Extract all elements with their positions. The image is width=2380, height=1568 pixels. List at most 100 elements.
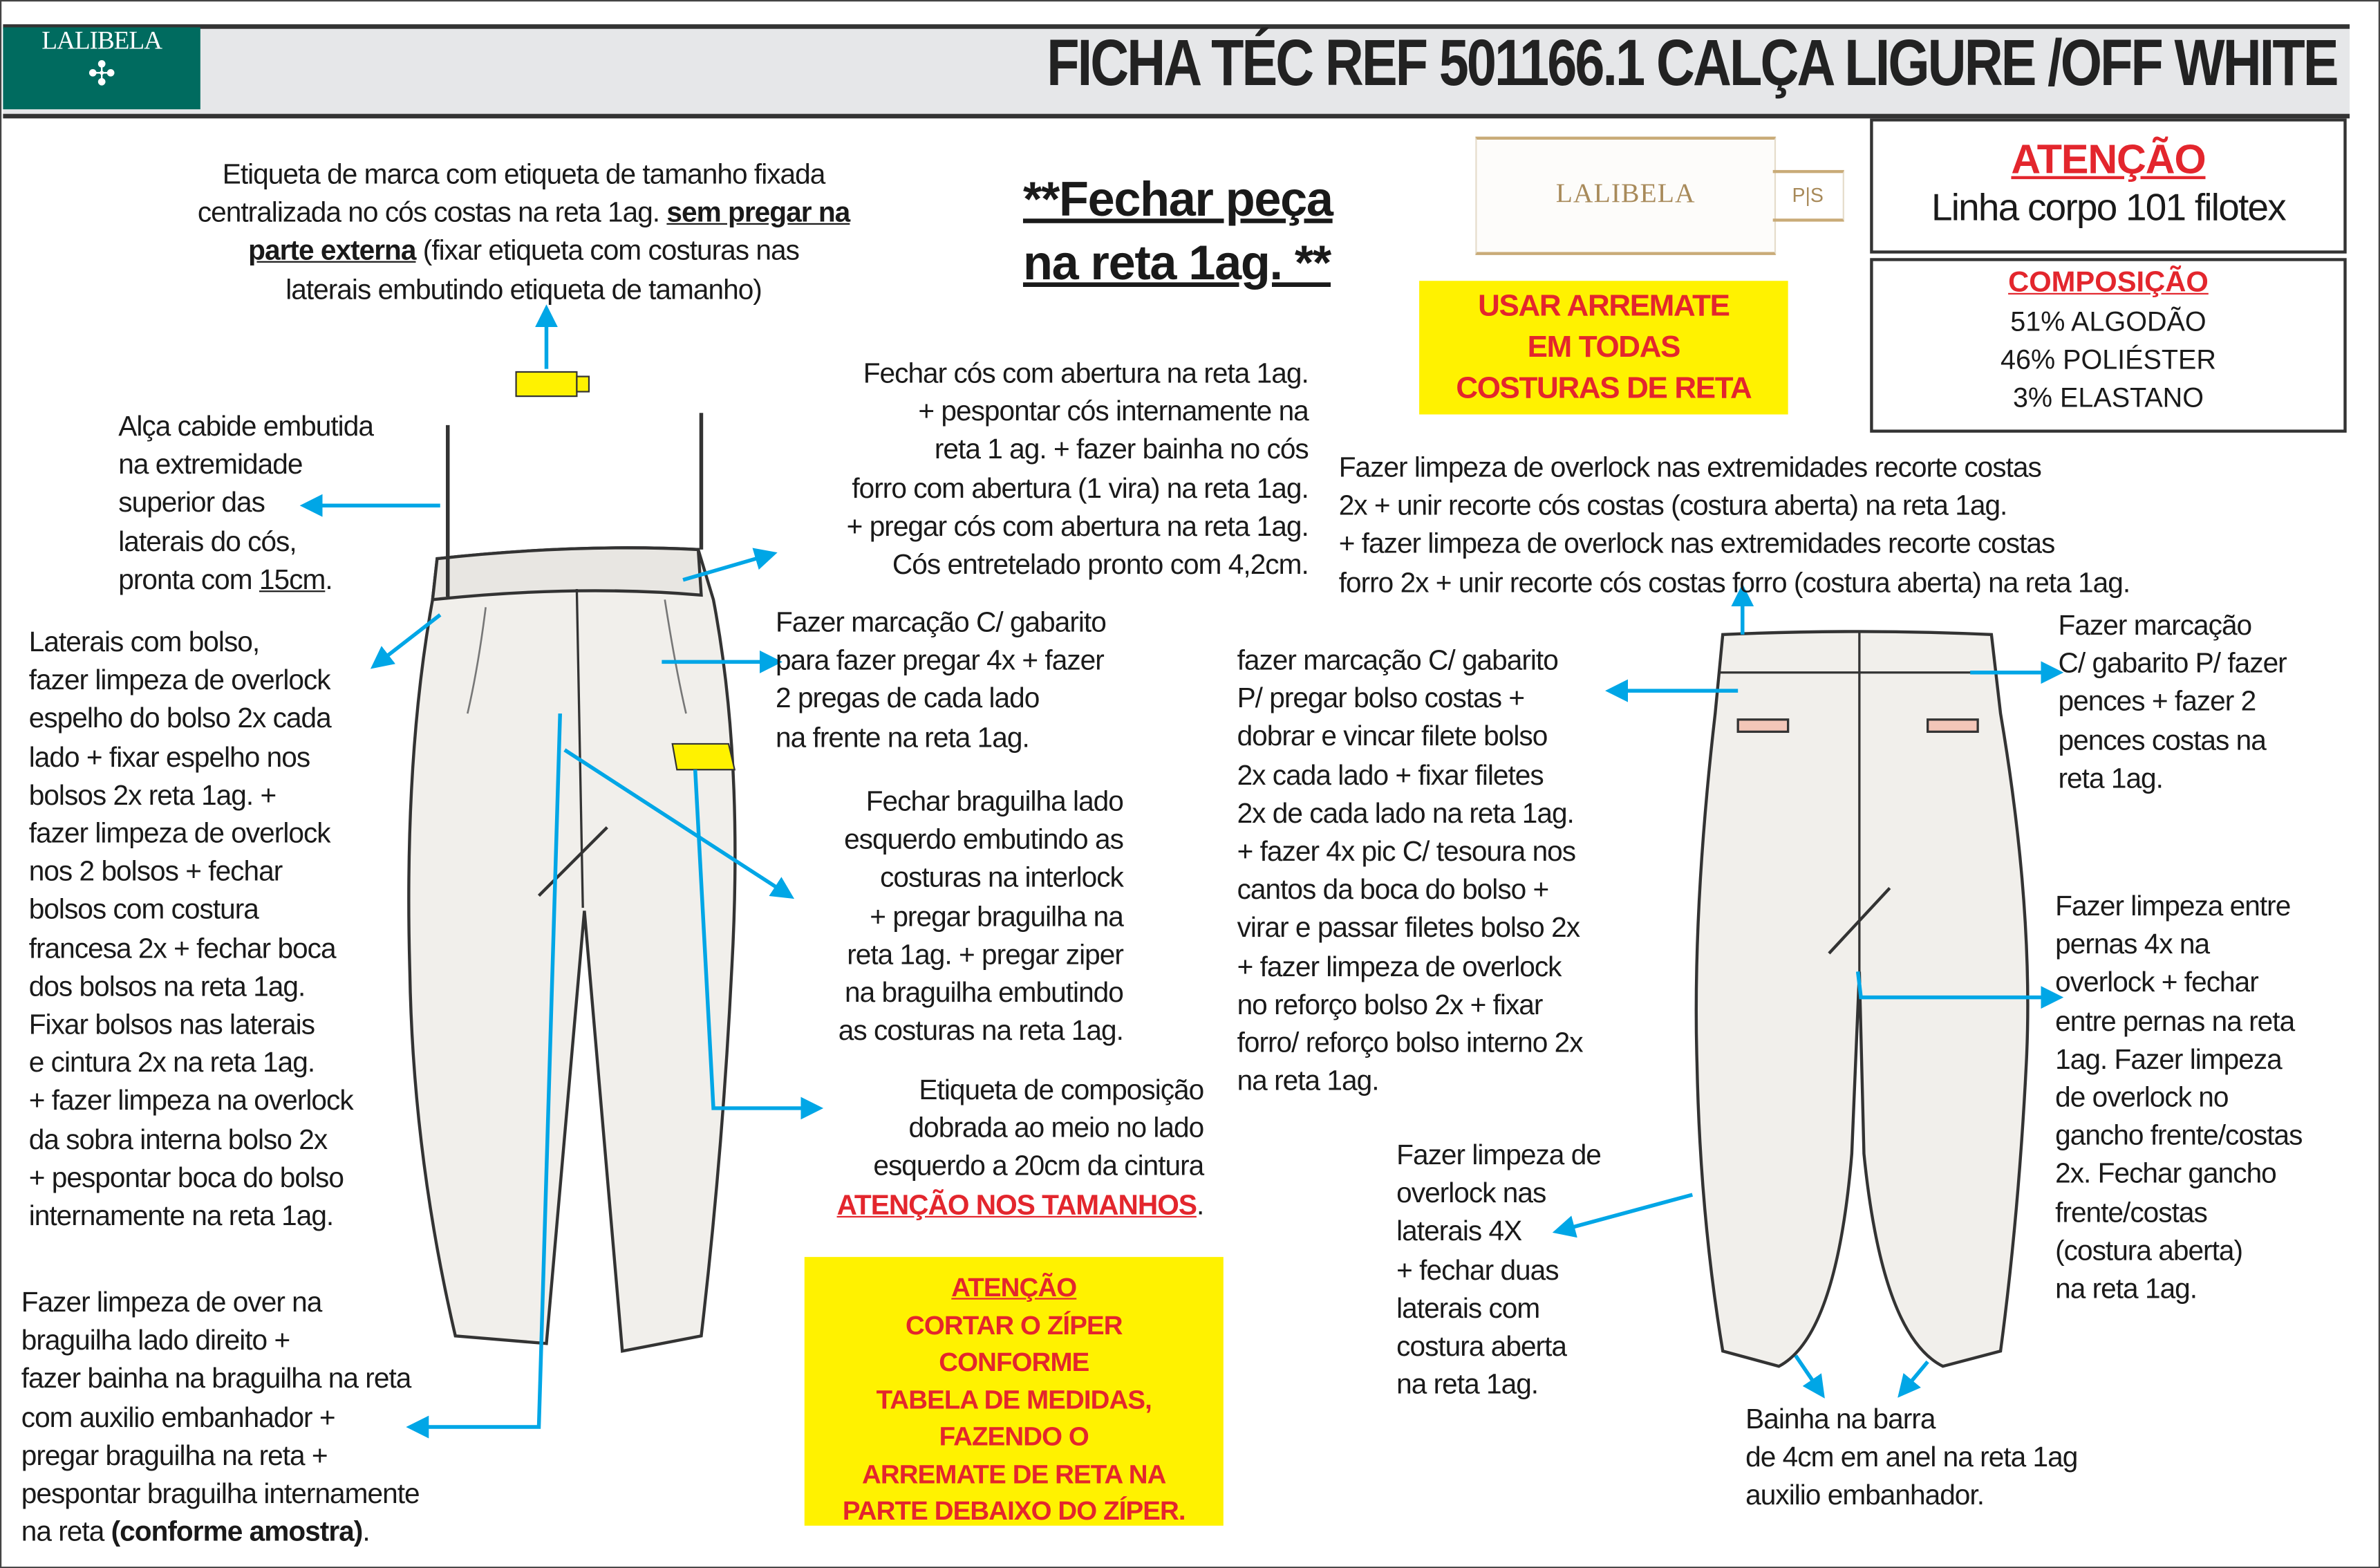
arremate-note: USAR ARREMATE EM TODAS COSTURAS DE RETA bbox=[1419, 281, 1788, 415]
brand-label-image: LALIBELA bbox=[1475, 136, 1777, 255]
note-line: frente/costas bbox=[2055, 1195, 2208, 1228]
note-line: Bainha na barra bbox=[1745, 1402, 1936, 1435]
zipper-line: FAZENDO O bbox=[939, 1421, 1089, 1452]
zipper-warning-note: ATENÇÃO CORTAR O ZÍPER CONFORME TABELA D… bbox=[804, 1257, 1224, 1526]
note-line: reta 1ag. + pregar ziper bbox=[847, 937, 1124, 970]
note-line: fazer bainha na braguilha na reta bbox=[21, 1362, 412, 1394]
bee-icon: ✣ bbox=[87, 55, 116, 93]
note-line: + pespontar boca do bolso bbox=[28, 1161, 344, 1193]
attention-title: ATENÇÃO bbox=[2011, 136, 2206, 183]
note-line: + fazer limpeza de overlock nas extremid… bbox=[1338, 527, 2056, 559]
note-line: francesa 2x + fechar boca bbox=[28, 931, 337, 964]
note-emphasis: sem pregar na bbox=[666, 196, 850, 228]
note-emphasis: 15cm bbox=[259, 563, 326, 595]
note-line: forro 2x + unir recorte cós costas forro… bbox=[1338, 566, 2130, 598]
annotation-arrows bbox=[299, 304, 2064, 1439]
note-line: Fazer limpeza de bbox=[1396, 1138, 1602, 1170]
note-line: espelho do bolso 2x cada bbox=[28, 702, 332, 734]
inseam-note: Fazer limpeza entre pernas 4x na overloc… bbox=[2055, 886, 2303, 1307]
size-label: P|S bbox=[1772, 169, 1844, 222]
note-line: . bbox=[1196, 1188, 1204, 1220]
arrow bbox=[563, 748, 795, 899]
note-line: Etiqueta de composição bbox=[919, 1073, 1204, 1105]
attention-text: Linha corpo 101 filotex bbox=[1931, 187, 2287, 230]
composition-item: 3% ELASTANO bbox=[2012, 382, 2204, 413]
close-note-line: **Fechar peça bbox=[1022, 171, 1333, 227]
note-line: Fechar braguilha lado bbox=[865, 785, 1124, 817]
note-line: dos bolsos na reta 1ag. bbox=[28, 969, 306, 1002]
note-line: centralizada no cós costas na reta 1ag. bbox=[197, 196, 667, 228]
logo-text: LALIBELA bbox=[41, 26, 162, 55]
attention-box: ATENÇÃO Linha corpo 101 filotex bbox=[1870, 118, 2347, 254]
note-line: laterais com bbox=[1396, 1291, 1540, 1324]
note-line: Fazer marcação bbox=[2058, 608, 2253, 641]
note-line: + fazer 4x pic C/ tesoura nos bbox=[1237, 834, 1577, 867]
note-line: forro com abertura (1 vira) na reta 1ag. bbox=[852, 472, 1309, 504]
note-line: P/ pregar bolso costas + bbox=[1237, 682, 1525, 714]
note-line: na reta 1ag. bbox=[1237, 1064, 1380, 1096]
note-line: fazer limpeza de overlock bbox=[28, 664, 331, 696]
right-fly-note: Fazer limpeza de over na braguilha lado … bbox=[21, 1282, 420, 1550]
zipper-line: CONFORME bbox=[939, 1346, 1089, 1377]
note-line: reta 1ag. bbox=[2058, 761, 2164, 794]
note-line: e cintura 2x na reta 1ag. bbox=[28, 1046, 315, 1079]
note-line: costura aberta bbox=[1396, 1329, 1567, 1362]
arrow bbox=[370, 613, 442, 669]
side-seams-note: Fazer limpeza de overlock nas laterais 4… bbox=[1396, 1135, 1602, 1403]
note-line: superior das bbox=[118, 486, 265, 519]
note-line: bolsos 2x reta 1ag. + bbox=[28, 778, 277, 811]
note-line: pences costas na bbox=[2058, 723, 2267, 756]
note-line: overlock + fechar bbox=[2055, 966, 2259, 998]
note-line: forro/ reforço bolso interno 2x bbox=[1237, 1026, 1584, 1058]
note-line: laterais embutindo etiqueta de tamanho) bbox=[285, 272, 762, 305]
label-brand-text: LALIBELA bbox=[1555, 177, 1696, 208]
note-emphasis: parte externa bbox=[248, 234, 416, 267]
front-pants-drawing bbox=[407, 413, 737, 1353]
arrow bbox=[1855, 971, 2064, 1009]
note-line: costuras na interlock bbox=[880, 861, 1124, 894]
note-line: + pregar braguilha na bbox=[870, 899, 1124, 932]
note-line: overlock nas bbox=[1396, 1177, 1546, 1209]
note-line: C/ gabarito P/ fazer bbox=[2058, 646, 2287, 679]
note-line: de 4cm em anel na reta 1ag bbox=[1745, 1441, 2078, 1473]
page-title: FICHA TÉC REF 501166.1 CALÇA LIGURE /OFF… bbox=[1047, 27, 2339, 100]
hanger-loop-note: Alça cabide embutida na extremidade supe… bbox=[118, 407, 374, 598]
note-line: as costuras na reta 1ag. bbox=[838, 1014, 1124, 1047]
note-line: Laterais com bolso, bbox=[28, 625, 260, 657]
note-line: entre pernas na reta bbox=[2055, 1004, 2295, 1036]
close-piece-note: **Fechar peça na reta 1ag. ** bbox=[1023, 167, 1333, 295]
note-line: 2x + unir recorte cós costas (costura ab… bbox=[1338, 489, 2008, 521]
composition-label-note: Etiqueta de composição dobrada ao meio n… bbox=[836, 1070, 1205, 1223]
size-warning: ATENÇÃO NOS TAMANHOS bbox=[836, 1188, 1197, 1220]
note-line: Alça cabide embutida bbox=[118, 409, 374, 442]
composition-item: 46% POLIÉSTER bbox=[2000, 344, 2216, 375]
note-line: fazer limpeza de overlock bbox=[28, 816, 331, 849]
note-line: na frente na reta 1ag. bbox=[776, 720, 1030, 753]
fly-note: Fechar braguilha lado esquerdo embutindo… bbox=[838, 782, 1124, 1049]
darts-note: Fazer marcação C/ gabarito P/ fazer penc… bbox=[2059, 606, 2287, 797]
close-note-line: na reta 1ag. ** bbox=[1022, 235, 1331, 290]
composition-label-icon bbox=[671, 743, 736, 771]
note-line: fazer marcação C/ gabarito bbox=[1237, 644, 1559, 676]
note-line: na extremidade bbox=[118, 448, 303, 480]
note-line: Fechar cós com abertura na reta 1ag. bbox=[863, 357, 1309, 389]
arrow bbox=[693, 769, 824, 1120]
note-line: 2x. Fechar gancho bbox=[2055, 1157, 2277, 1190]
note-line: + fazer limpeza na overlock bbox=[28, 1084, 354, 1117]
back-yoke-note: Fazer limpeza de overlock nas extremidad… bbox=[1339, 448, 2130, 601]
note-line: na reta 1ag. bbox=[2055, 1272, 2198, 1305]
note-line: Cós entretelado pronto com 4,2cm. bbox=[892, 548, 1309, 580]
note-line: pronta com bbox=[118, 563, 259, 595]
note-line: para fazer pregar 4x + fazer bbox=[776, 644, 1105, 676]
note-line: dobrar e vincar filete bolso bbox=[1237, 720, 1548, 752]
arrow bbox=[1552, 1193, 1694, 1238]
arremate-line: EM TODAS bbox=[1527, 330, 1681, 364]
zipper-line: CORTAR O ZÍPER bbox=[905, 1309, 1123, 1340]
note-line: cantos da boca do bolso + bbox=[1237, 873, 1550, 906]
composition-title: COMPOSIÇÃO bbox=[2008, 267, 2209, 299]
arrow bbox=[1794, 1354, 1825, 1399]
note-line: esquerdo a 20cm da cintura bbox=[873, 1150, 1204, 1182]
note-line: laterais 4X bbox=[1396, 1215, 1522, 1247]
